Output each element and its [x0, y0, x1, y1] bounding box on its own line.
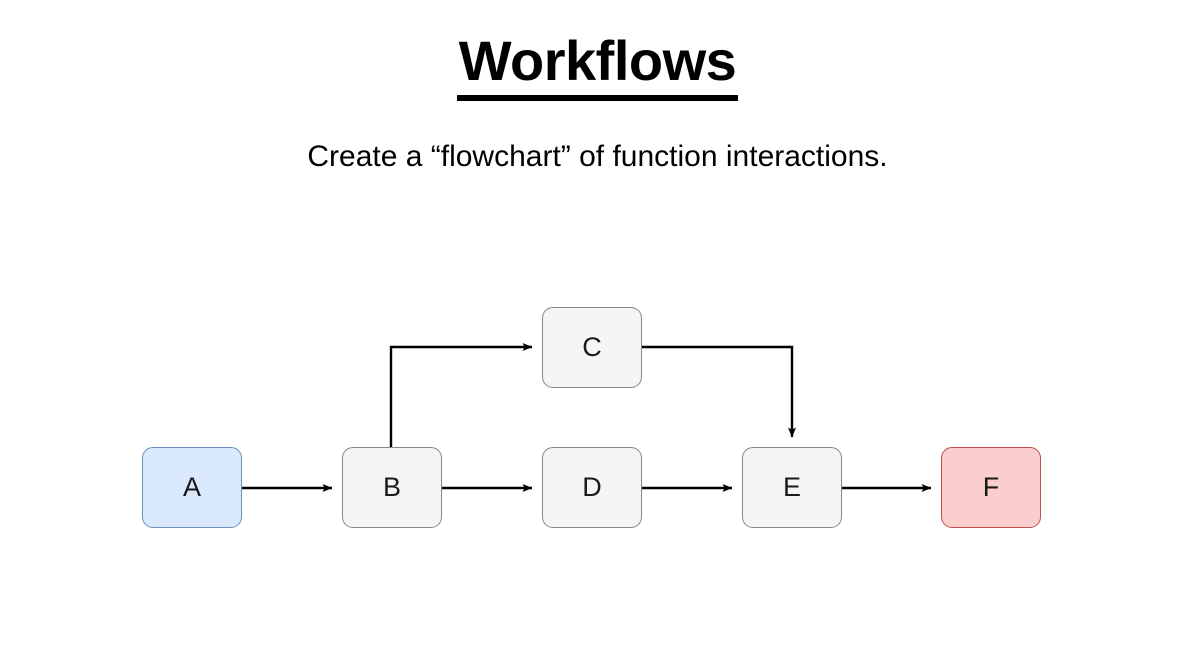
flow-node-label: D	[582, 472, 602, 502]
flow-node-label: F	[982, 472, 1000, 502]
flow-node-label: E	[782, 472, 801, 502]
page-subtitle: Create a “flowchart” of function interac…	[307, 140, 888, 173]
flow-node-label: A	[182, 472, 201, 502]
flow-node-d[interactable]: D	[542, 447, 642, 528]
page-title: Workflows	[0, 28, 1195, 101]
flow-node-label: C	[582, 332, 602, 362]
flow-node-label: B	[382, 472, 401, 502]
page-title-text: Workflows	[458, 29, 737, 92]
flow-node-e[interactable]: E	[742, 447, 842, 528]
flow-node-f[interactable]: F	[941, 447, 1041, 528]
flow-edge-b-to-c[interactable]	[389, 343, 533, 447]
flow-node-c[interactable]: C	[542, 307, 642, 388]
flow-node-b[interactable]: B	[342, 447, 442, 528]
flow-edge-c-to-e[interactable]	[642, 345, 796, 438]
title-underline	[456, 95, 739, 101]
flowchart-edges	[242, 343, 932, 492]
flow-node-a[interactable]: A	[142, 447, 242, 528]
